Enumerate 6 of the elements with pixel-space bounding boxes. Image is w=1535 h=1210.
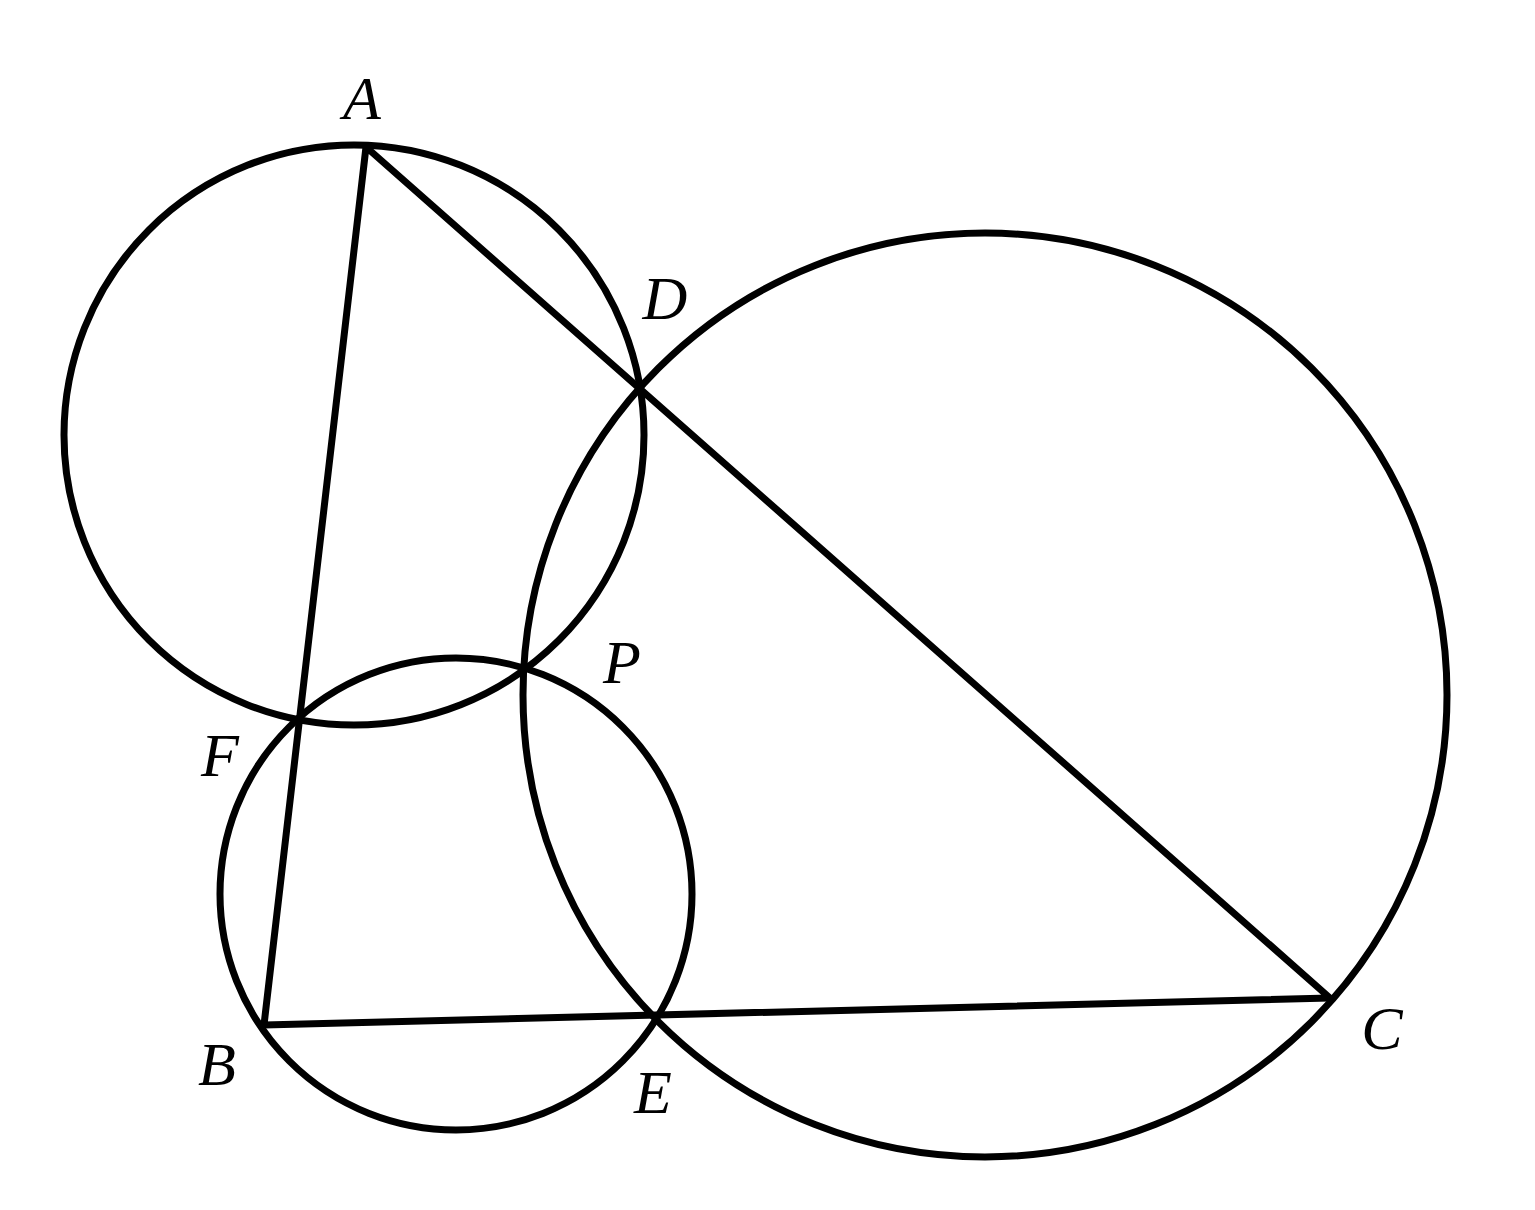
point-label: C	[1361, 997, 1403, 1059]
point-label: B	[198, 1033, 236, 1095]
point-label: F	[201, 724, 239, 786]
point-label: P	[603, 631, 641, 693]
point-label: E	[634, 1061, 672, 1123]
point-label: D	[642, 267, 688, 329]
